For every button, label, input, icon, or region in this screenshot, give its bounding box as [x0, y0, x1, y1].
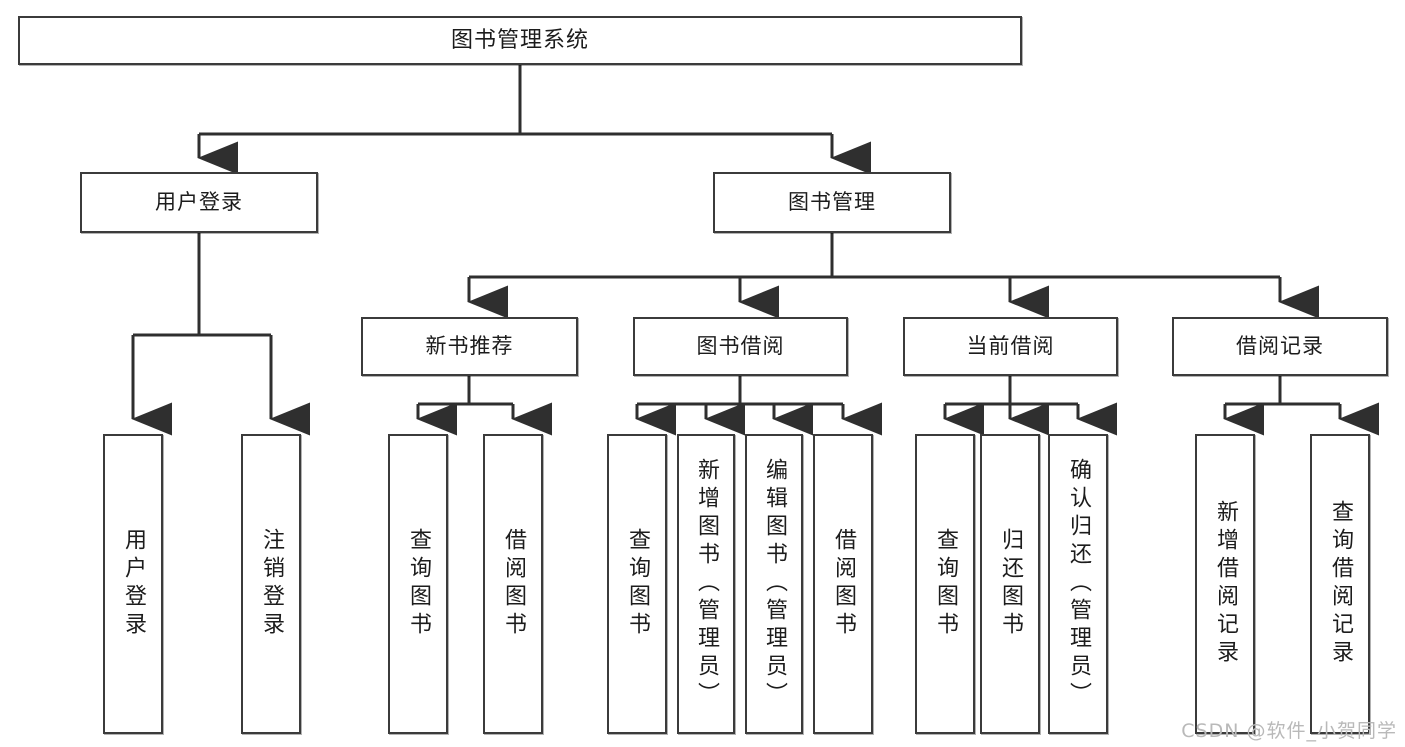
- node-label: 编辑图书（管理员）: [762, 458, 787, 710]
- node-label: 新书推荐: [425, 334, 514, 359]
- node-label: 查询借阅记录: [1328, 500, 1353, 668]
- node-label: 查询图书: [933, 528, 958, 640]
- node-leaf-query-book-2[interactable]: 查询图书: [607, 434, 667, 734]
- node-label: 图书管理系统: [450, 27, 589, 53]
- node-leaf-query-record[interactable]: 查询借阅记录: [1310, 434, 1370, 734]
- node-leaf-borrow-book-1[interactable]: 借阅图书: [483, 434, 543, 734]
- node-user-login[interactable]: 用户登录: [80, 172, 318, 233]
- node-leaf-confirm-return[interactable]: 确认归还（管理员）: [1048, 434, 1108, 734]
- node-current-borrow[interactable]: 当前借阅: [903, 317, 1118, 376]
- node-label: 借阅记录: [1236, 334, 1324, 359]
- node-label: 借阅图书: [501, 528, 526, 640]
- node-leaf-edit-book[interactable]: 编辑图书（管理员）: [745, 434, 803, 734]
- csdn-watermark: CSDN @软件_小贺同学: [1181, 720, 1397, 742]
- node-leaf-borrow-book-2[interactable]: 借阅图书: [813, 434, 873, 734]
- node-label: 新增图书（管理员）: [694, 458, 719, 710]
- node-label: 当前借阅: [966, 334, 1055, 359]
- node-label: 用户登录: [155, 190, 243, 215]
- node-label: 图书管理: [788, 190, 876, 215]
- node-new-book-recommend[interactable]: 新书推荐: [361, 317, 578, 376]
- node-leaf-return-book[interactable]: 归还图书: [980, 434, 1040, 734]
- node-leaf-add-record[interactable]: 新增借阅记录: [1195, 434, 1255, 734]
- node-book-borrow[interactable]: 图书借阅: [633, 317, 848, 376]
- node-leaf-query-book-3[interactable]: 查询图书: [915, 434, 975, 734]
- node-label: 查询图书: [406, 528, 431, 640]
- node-book-manage[interactable]: 图书管理: [713, 172, 951, 233]
- node-label: 注销登录: [259, 528, 284, 640]
- node-label: 查询图书: [625, 528, 650, 640]
- node-leaf-user-logout[interactable]: 注销登录: [241, 434, 301, 734]
- node-leaf-query-book-1[interactable]: 查询图书: [388, 434, 448, 734]
- node-borrow-record[interactable]: 借阅记录: [1172, 317, 1388, 376]
- node-label: 归还图书: [998, 528, 1023, 640]
- node-label: 新增借阅记录: [1213, 500, 1238, 668]
- node-root-system[interactable]: 图书管理系统: [18, 16, 1022, 65]
- node-label: 图书借阅: [696, 334, 785, 359]
- node-leaf-user-login[interactable]: 用户登录: [103, 434, 163, 734]
- node-label: 确认归还（管理员）: [1066, 458, 1091, 710]
- node-leaf-add-book[interactable]: 新增图书（管理员）: [677, 434, 735, 734]
- node-label: 用户登录: [121, 528, 146, 640]
- node-label: 借阅图书: [831, 528, 856, 640]
